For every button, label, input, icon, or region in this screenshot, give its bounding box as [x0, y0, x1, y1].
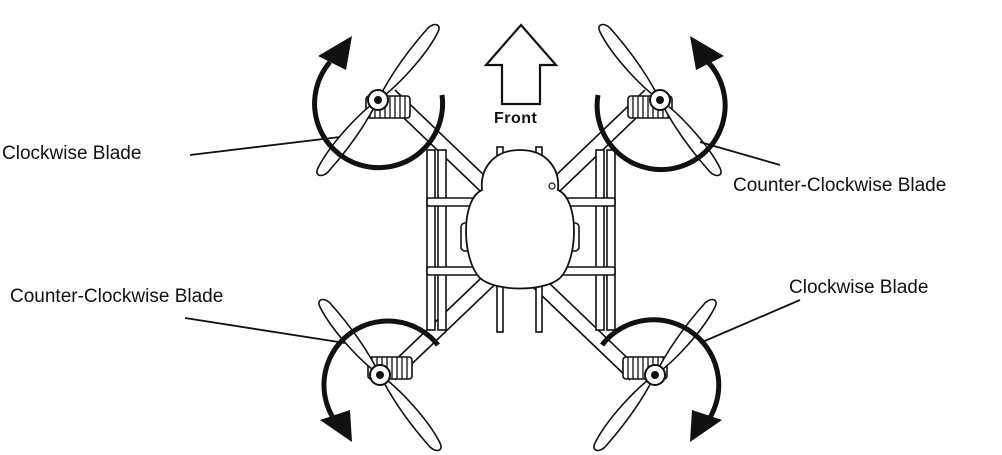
label-bottom-left-blade: Counter-Clockwise Blade: [10, 286, 224, 307]
curved-arrow-icon: [594, 60, 728, 173]
curved-arrow-icon: [321, 318, 440, 427]
label-top-right-blade: Counter-Clockwise Blade: [733, 175, 947, 196]
front-label: Front: [494, 110, 538, 127]
curved-arrow-icon: [600, 317, 722, 427]
drone-body: [465, 149, 575, 290]
arrow-heads: [318, 36, 724, 442]
up-arrow-icon: [483, 23, 559, 106]
rotation-arrows: [312, 60, 728, 427]
label-top-left-blade: Clockwise Blade: [2, 143, 142, 164]
leader-lines: [184, 136, 801, 344]
curved-arrow-icon: [312, 60, 446, 171]
label-bottom-right-blade: Clockwise Blade: [789, 277, 929, 298]
